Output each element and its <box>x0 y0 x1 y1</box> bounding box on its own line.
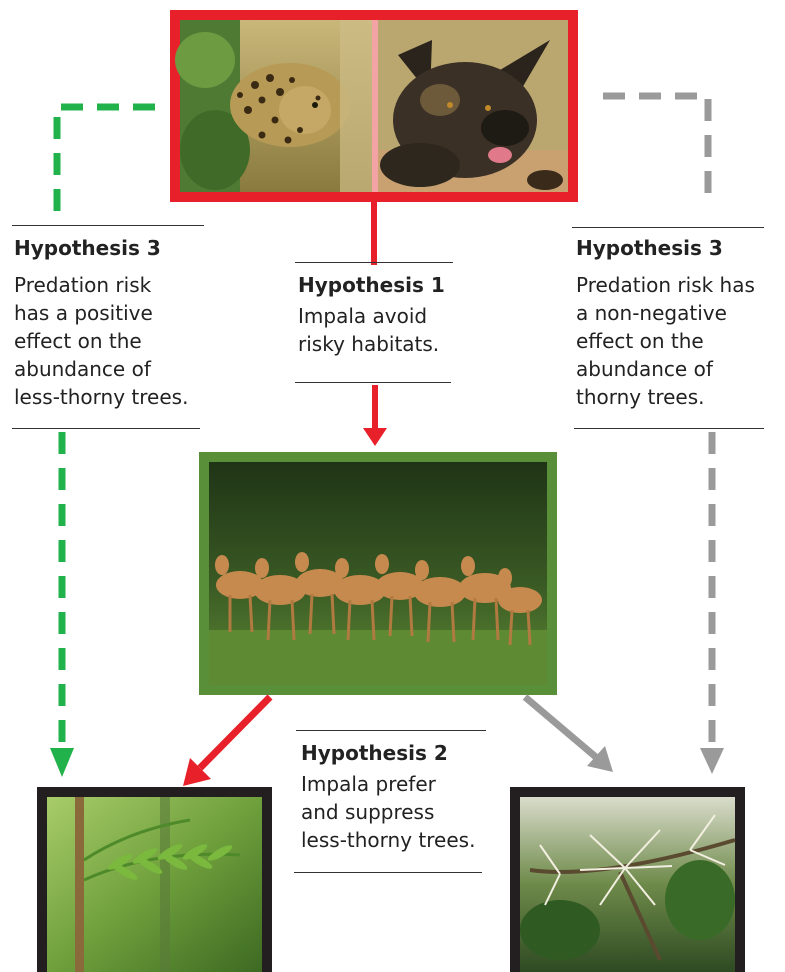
hypothesis-1: Hypothesis 1 Impala avoid risky habitats… <box>298 272 445 358</box>
h3-left-bottom-rule <box>12 428 200 429</box>
hypothesis-line: thorny trees. <box>576 385 705 409</box>
hypothesis-title: Hypothesis 3 <box>576 236 723 260</box>
thorny-tree-panel <box>510 787 745 972</box>
hypothesis-line: Impala avoid <box>298 304 428 328</box>
hypothesis-line: abundance of <box>576 357 713 381</box>
h3-left-top-rule <box>12 225 204 226</box>
h1-bottom-rule <box>295 382 451 383</box>
hypothesis-line: effect on the <box>14 329 142 353</box>
h3-right-top-rule <box>572 227 764 228</box>
impala-herd <box>216 569 542 613</box>
hypothesis-line: less-thorny trees. <box>301 828 476 852</box>
predator-photos <box>170 10 578 202</box>
green-arrowhead <box>50 748 74 777</box>
less-thorny-tree-panel <box>37 787 272 972</box>
red-arrow-to-impala <box>363 385 387 446</box>
gray-dashed-arrow <box>603 92 716 742</box>
hypothesis-line: effect on the <box>576 329 704 353</box>
h3-right-bottom-rule <box>574 428 764 429</box>
hypothesis-line: Predation risk <box>14 273 152 297</box>
hypothesis-line: abundance of <box>14 357 151 381</box>
hypothesis-title: Hypothesis 2 <box>301 741 448 765</box>
hypothesis-line: risky habitats. <box>298 332 440 356</box>
hypothesis-line: Predation risk has <box>576 273 755 297</box>
green-dashed-arrow <box>53 103 155 742</box>
hypothesis-3-left: Hypothesis 3 Predation risk has a positi… <box>14 235 188 411</box>
gray-arrowhead <box>700 748 724 774</box>
photo-divider <box>372 20 378 192</box>
hypothesis-line: a non-negative <box>576 301 727 325</box>
hypothesis-title: Hypothesis 3 <box>14 236 161 260</box>
hypothesis-line: Impala prefer <box>301 772 436 796</box>
hypothesis-2: Hypothesis 2 Impala prefer and suppress … <box>301 740 475 854</box>
h1-top-rule <box>295 262 453 263</box>
hypothesis-line: and suppress <box>301 800 435 824</box>
hypothesis-title: Hypothesis 1 <box>298 273 445 297</box>
hypothesis-line: has a positive <box>14 301 153 325</box>
red-arrow-to-less-thorny <box>183 694 273 786</box>
hypothesis-3-right: Hypothesis 3 Predation risk has a non-ne… <box>576 235 755 411</box>
wild-dog-photo <box>378 20 568 192</box>
h2-top-rule <box>296 730 486 731</box>
hypothesis-line: less-thorny trees. <box>14 385 189 409</box>
h2-bottom-rule <box>294 872 482 873</box>
leopard-photo <box>175 20 372 192</box>
impala-photo-panel <box>199 452 557 695</box>
gray-arrow-to-thorny <box>522 694 613 772</box>
